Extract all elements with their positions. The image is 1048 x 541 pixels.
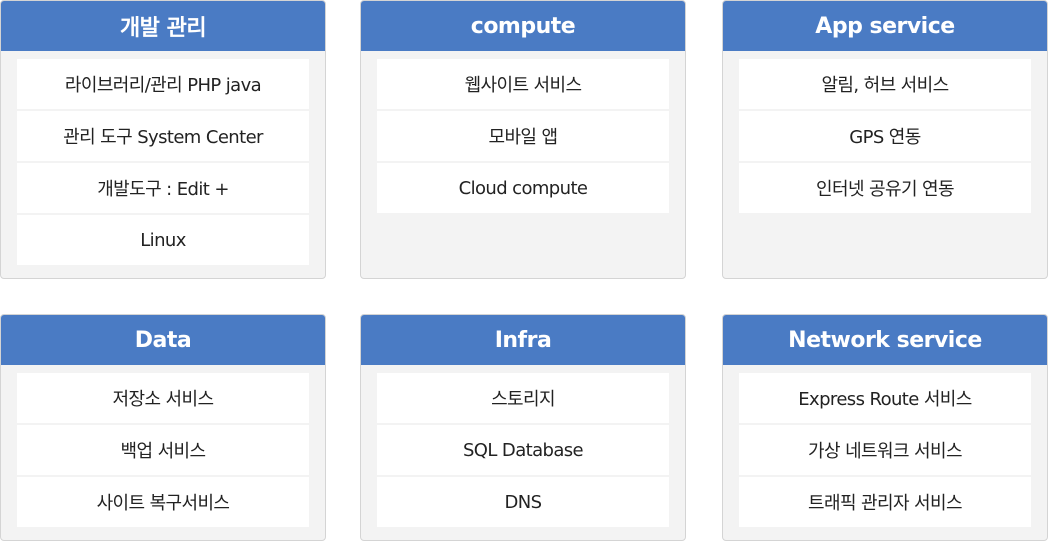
list-item: 저장소 서비스 — [17, 373, 309, 423]
list-item: 관리 도구 System Center — [17, 111, 309, 161]
list-item: 사이트 복구서비스 — [17, 477, 309, 527]
card-infra: Infra 스토리지 SQL Database DNS — [360, 314, 686, 541]
list-item: DNS — [377, 477, 669, 527]
list-item: 트래픽 관리자 서비스 — [739, 477, 1031, 527]
card-title: 개발 관리 — [1, 1, 325, 51]
list-item: 가상 네트워크 서비스 — [739, 425, 1031, 475]
list-item: Cloud compute — [377, 163, 669, 213]
card-title: App service — [723, 1, 1047, 51]
item-list: 스토리지 SQL Database DNS — [361, 365, 685, 527]
card-network-service: Network service Express Route 서비스 가상 네트워… — [722, 314, 1048, 541]
card-dev-management: 개발 관리 라이브러리/관리 PHP java 관리 도구 System Cen… — [0, 0, 326, 279]
list-item: 라이브러리/관리 PHP java — [17, 59, 309, 109]
card-title: Infra — [361, 315, 685, 365]
card-app-service: App service 알림, 허브 서비스 GPS 연동 인터넷 공유기 연동 — [722, 0, 1048, 279]
item-list: Express Route 서비스 가상 네트워크 서비스 트래픽 관리자 서비… — [723, 365, 1047, 527]
card-title: Data — [1, 315, 325, 365]
item-list: 저장소 서비스 백업 서비스 사이트 복구서비스 — [1, 365, 325, 527]
list-item: 백업 서비스 — [17, 425, 309, 475]
card-compute: compute 웹사이트 서비스 모바일 앱 Cloud compute — [360, 0, 686, 279]
list-item: 인터넷 공유기 연동 — [739, 163, 1031, 213]
item-list: 알림, 허브 서비스 GPS 연동 인터넷 공유기 연동 — [723, 51, 1047, 213]
card-title: Network service — [723, 315, 1047, 365]
card-title: compute — [361, 1, 685, 51]
list-item: 모바일 앱 — [377, 111, 669, 161]
card-data: Data 저장소 서비스 백업 서비스 사이트 복구서비스 — [0, 314, 326, 541]
list-item: 개발도구 : Edit + — [17, 163, 309, 213]
list-item: Express Route 서비스 — [739, 373, 1031, 423]
list-item: 웹사이트 서비스 — [377, 59, 669, 109]
item-list: 라이브러리/관리 PHP java 관리 도구 System Center 개발… — [1, 51, 325, 265]
list-item: 알림, 허브 서비스 — [739, 59, 1031, 109]
list-item: Linux — [17, 215, 309, 265]
item-list: 웹사이트 서비스 모바일 앱 Cloud compute — [361, 51, 685, 213]
list-item: 스토리지 — [377, 373, 669, 423]
list-item: SQL Database — [377, 425, 669, 475]
list-item: GPS 연동 — [739, 111, 1031, 161]
